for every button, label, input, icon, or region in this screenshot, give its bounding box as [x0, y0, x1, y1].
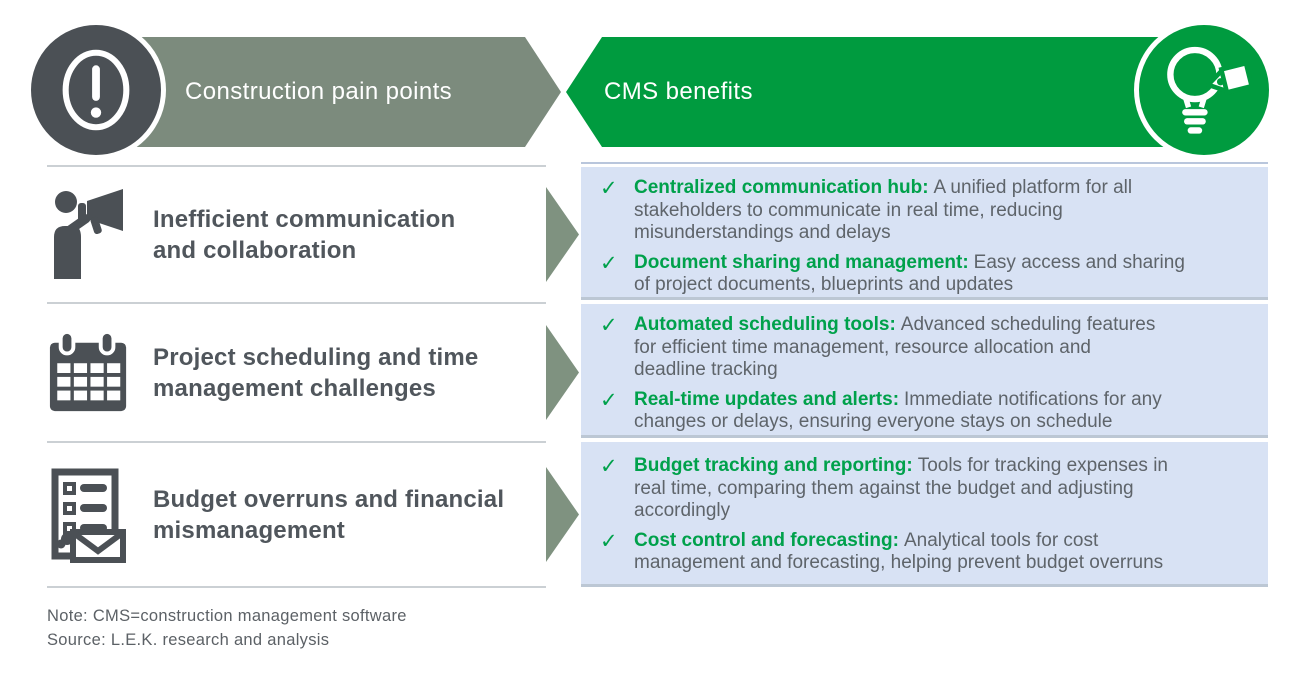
- pain-points-header-banner: Construction pain points: [95, 37, 561, 147]
- pain-row-communication: Inefficient communication and collaborat…: [47, 167, 546, 302]
- benefit-title: Budget tracking and reporting:: [634, 455, 913, 476]
- flow-arrow-icon: [546, 325, 579, 420]
- source-line: Source: L.E.K. research and analysis: [47, 631, 330, 649]
- row-separator: [47, 165, 546, 167]
- benefit-body: Advanced scheduling features for efficie…: [634, 314, 1156, 380]
- benefit-body: Easy access and sharing of project docum…: [634, 251, 1185, 296]
- benefit-title: Centralized communication hub:: [634, 177, 929, 198]
- check-icon: ✓: [600, 455, 618, 478]
- pain-label: Inefficient communication and collaborat…: [153, 205, 456, 264]
- note-line: Note: CMS=construction management softwa…: [47, 607, 407, 625]
- row-separator: [47, 302, 546, 304]
- benefit-item: ✓ Budget tracking and reporting:Tools fo…: [600, 455, 1254, 523]
- megaphone-person-icon: [47, 187, 153, 283]
- benefit-item: ✓ Cost control and forecasting:Analytica…: [600, 530, 1254, 575]
- lightbulb-tag-icon: [1156, 40, 1252, 140]
- exclamation-icon: [57, 44, 135, 136]
- benefit-text: Automated scheduling tools:Advanced sche…: [634, 314, 1254, 382]
- benefit-text: Centralized communication hub:A unified …: [634, 177, 1254, 245]
- check-icon: ✓: [600, 251, 618, 275]
- benefit-item: ✓ Real-time updates and alerts:Immediate…: [600, 389, 1254, 434]
- benefit-item: ✓ Automated scheduling tools:Advanced sc…: [600, 314, 1254, 382]
- footer-notes: Note: CMS=construction management softwa…: [47, 604, 407, 652]
- calendar-icon: [47, 330, 153, 415]
- row-separator: [47, 441, 546, 443]
- checklist-envelope-icon: [47, 467, 153, 563]
- check-icon: ✓: [600, 529, 618, 553]
- cms-benefits-header-title: CMS benefits: [604, 78, 753, 105]
- benefit-item: ✓ Document sharing and management:Easy a…: [600, 252, 1254, 297]
- pain-row-scheduling: Project scheduling and time management c…: [47, 304, 546, 441]
- benefit-title: Real-time updates and alerts:: [634, 388, 900, 410]
- idea-circle-badge: [1134, 20, 1274, 160]
- benefit-body: Tools for tracking expenses in real time…: [634, 455, 1168, 521]
- cms-benefits-header-banner: CMS benefits: [566, 37, 1215, 147]
- check-icon: ✓: [600, 177, 618, 200]
- benefit-box-communication: ✓ Centralized communication hub:A unifie…: [581, 167, 1268, 300]
- row-separator: [47, 586, 546, 588]
- benefit-title: Cost control and forecasting:: [634, 529, 899, 551]
- benefit-item: ✓ Centralized communication hub:A unifie…: [600, 177, 1254, 245]
- check-icon: ✓: [600, 314, 618, 337]
- check-icon: ✓: [600, 388, 618, 412]
- benefit-box-scheduling: ✓ Automated scheduling tools:Advanced sc…: [581, 304, 1268, 438]
- benefit-text: Document sharing and management:Easy acc…: [634, 252, 1254, 297]
- pain-points-header-title: Construction pain points: [185, 78, 453, 105]
- benefit-body: Analytical tools for cost management and…: [634, 529, 1164, 574]
- benefit-title: Automated scheduling tools:: [634, 314, 896, 335]
- benefit-text: Real-time updates and alerts:Immediate n…: [634, 389, 1254, 434]
- pain-label: Budget overruns and financial mismanagem…: [153, 485, 505, 544]
- benefit-text: Budget tracking and reporting:Tools for …: [634, 455, 1254, 523]
- benefit-body: Immediate notifications for any changes …: [634, 388, 1162, 433]
- benefit-box-budget: ✓ Budget tracking and reporting:Tools fo…: [581, 442, 1268, 587]
- flow-arrow-icon: [546, 187, 579, 282]
- pain-label: Project scheduling and time management c…: [153, 343, 479, 402]
- benefit-body: A unified platform for all stakeholders …: [634, 177, 1133, 243]
- benefit-column-top-line: [581, 162, 1268, 164]
- alert-circle-badge: [26, 20, 166, 160]
- benefit-title: Document sharing and management:: [634, 251, 969, 273]
- benefit-text: Cost control and forecasting:Analytical …: [634, 530, 1254, 575]
- flow-arrow-icon: [546, 467, 579, 562]
- pain-row-budget: Budget overruns and financial mismanagem…: [47, 443, 546, 586]
